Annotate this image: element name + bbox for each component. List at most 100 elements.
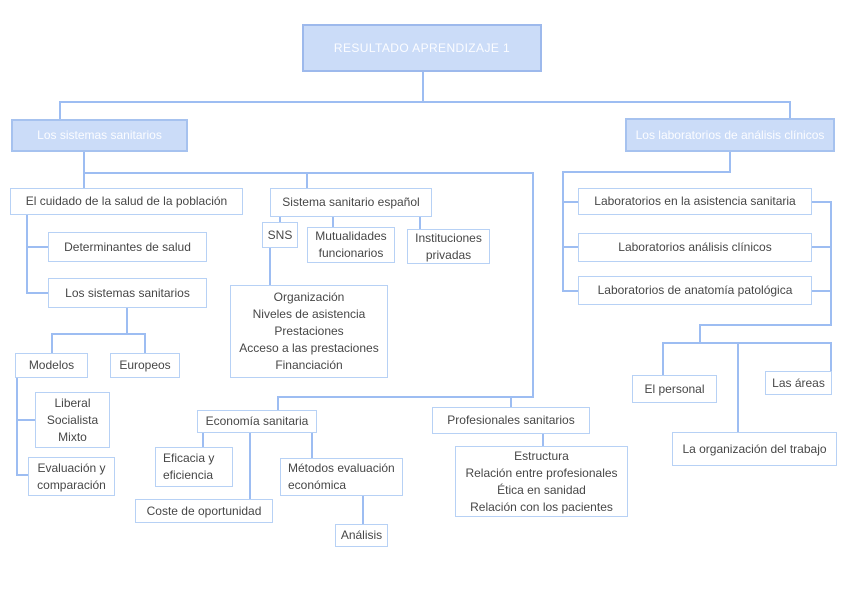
- connector-line: [729, 152, 731, 173]
- node-label-line: Los sistemas sanitarios: [37, 128, 162, 142]
- connector-line: [51, 333, 53, 353]
- node-label-line: Profesionales sanitarios: [447, 413, 575, 427]
- connector-line: [83, 172, 533, 174]
- node-sns: SNS: [262, 222, 298, 248]
- connector-line: [699, 324, 832, 326]
- node-sistema-sanitario-espanol: Sistema sanitario español: [270, 188, 432, 217]
- connector-line: [26, 246, 48, 248]
- node-label-line: privadas: [425, 247, 472, 262]
- node-label-line: Estructura: [514, 448, 569, 463]
- node-eficacia-eficiencia: Eficacia y eficiencia: [155, 447, 233, 487]
- node-title: RESULTADO APRENDIZAJE 1: [302, 24, 542, 72]
- node-instituciones-privadas: Instituciones privadas: [407, 229, 490, 264]
- node-label-line: La organización del trabajo: [682, 441, 827, 456]
- node-lab-asistencia: Laboratorios en la asistencia sanitaria: [578, 188, 812, 215]
- connector-line: [662, 342, 664, 375]
- connector-line: [26, 292, 48, 294]
- node-label-line: Análisis: [340, 528, 383, 542]
- node-label-line: Economía sanitaria: [205, 414, 309, 428]
- connector-line: [51, 333, 146, 335]
- node-el-personal: El personal: [632, 375, 717, 403]
- connector-line: [269, 248, 271, 285]
- node-economia-sanitaria: Economía sanitaria: [197, 410, 317, 433]
- node-label-line: Niveles de asistencia: [252, 307, 366, 321]
- node-label-line: Europeos: [119, 358, 171, 372]
- node-label-line: Mutualidades: [315, 229, 387, 243]
- connector-line: [83, 152, 85, 188]
- node-label-line: Financiación: [275, 358, 343, 372]
- node-label-line: Prestaciones: [274, 324, 344, 338]
- connector-line: [737, 342, 739, 432]
- node-lab-anatomia: Laboratorios de anatomía patológica: [578, 276, 812, 305]
- node-label-line: Evaluación y: [37, 460, 106, 475]
- connector-line: [830, 201, 832, 326]
- node-label-line: Laboratorios en la asistencia sanitaria: [594, 194, 796, 208]
- node-label-line: El cuidado de la salud de la población: [25, 194, 228, 208]
- connector-line: [277, 396, 534, 398]
- connector-line: [542, 434, 544, 446]
- connector-line: [279, 217, 281, 223]
- connector-line: [362, 496, 364, 524]
- node-label-line: RESULTADO APRENDIZAJE 1: [333, 40, 511, 55]
- node-coste-oportunidad: Coste de oportunidad: [135, 499, 273, 523]
- connector-line: [510, 396, 512, 407]
- node-determinantes-salud: Determinantes de salud: [48, 232, 207, 262]
- connector-line: [562, 246, 578, 248]
- node-label-line: Mixto: [58, 429, 87, 444]
- connector-line: [562, 201, 578, 203]
- connector-line: [332, 217, 334, 227]
- node-organizacion-trabajo: La organización del trabajo: [672, 432, 837, 466]
- node-label-line: SNS: [267, 227, 293, 242]
- connector-line: [306, 172, 308, 188]
- connector-line: [562, 171, 564, 292]
- node-label-line: Socialista: [46, 412, 99, 427]
- node-label-line: El personal: [644, 381, 705, 396]
- connector-line: [59, 101, 61, 119]
- node-label-line: Relación con los pacientes: [470, 499, 613, 514]
- connector-line: [202, 433, 204, 447]
- node-label-line: Relación entre profesionales: [465, 465, 618, 480]
- node-label-line: Eficacia y: [163, 451, 215, 465]
- node-label-line: Liberal: [54, 395, 91, 410]
- node-label-line: eficiencia: [163, 468, 214, 482]
- connector-line: [16, 378, 18, 476]
- node-label-line: Instituciones: [415, 230, 482, 245]
- connector-line: [16, 474, 28, 476]
- connector-line: [812, 246, 832, 248]
- node-cuidado-salud: El cuidado de la salud de la población: [10, 188, 243, 215]
- node-branch-sistemas-sanitarios: Los sistemas sanitarios: [11, 119, 188, 152]
- connector-line: [16, 419, 35, 421]
- node-label-line: Modelos: [28, 358, 75, 372]
- node-label-line: funcionarios: [318, 246, 384, 260]
- connector-line: [419, 217, 421, 229]
- connector-line: [311, 433, 313, 458]
- node-label-line: comparación: [37, 477, 106, 492]
- connector-line: [532, 172, 534, 398]
- connector-line: [812, 290, 832, 292]
- node-label-line: Laboratorios análisis clínicos: [618, 240, 772, 254]
- node-label-line: Coste de oportunidad: [146, 503, 262, 518]
- node-label-line: Acceso a las prestaciones: [239, 341, 379, 355]
- connector-line: [812, 201, 832, 203]
- node-mutualidades-funcionarios: Mutualidades funcionarios: [307, 227, 395, 263]
- node-label-line: Ética en sanidad: [497, 482, 586, 497]
- node-profesionales-sanitarios: Profesionales sanitarios: [432, 407, 590, 434]
- connector-line: [26, 215, 28, 294]
- node-lab-analisis-clinicos: Laboratorios análisis clínicos: [578, 233, 812, 262]
- connector-line: [699, 324, 701, 344]
- connector-line: [144, 333, 146, 353]
- node-europeos: Europeos: [110, 353, 180, 378]
- node-las-areas: Las áreas: [765, 371, 832, 395]
- connector-line: [249, 433, 251, 499]
- connector-line: [562, 290, 578, 292]
- node-label-line: Determinantes de salud: [64, 239, 191, 254]
- connector-line: [830, 342, 832, 371]
- connector-line: [662, 342, 832, 344]
- connector-line: [277, 396, 279, 410]
- connector-line: [126, 308, 128, 335]
